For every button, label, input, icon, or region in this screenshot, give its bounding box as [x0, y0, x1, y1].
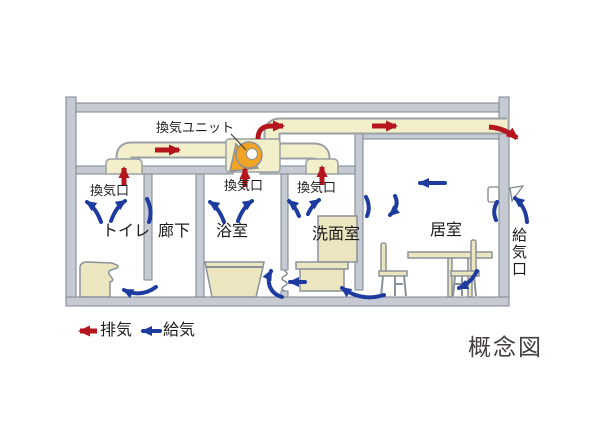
roof	[75, 102, 500, 113]
chair-icon	[450, 239, 480, 297]
supply-flow-line	[492, 200, 499, 222]
supply-arrow	[340, 286, 386, 300]
supply-arrow	[208, 200, 226, 224]
left-wall	[65, 96, 77, 307]
exhaust-arrows	[118, 120, 519, 187]
low-ceiling	[336, 165, 357, 175]
diagram-caption: 概念図	[468, 335, 543, 360]
room-label-corridor: 廊下	[158, 223, 191, 240]
vent-port-label-washroom: 換気口	[297, 180, 337, 195]
washstand-counter-icon	[295, 261, 349, 270]
vent-unit-label: 換気ユニット	[156, 120, 235, 135]
washroom-duct-fill	[274, 144, 329, 165]
bathtub-icon	[204, 261, 265, 298]
vent-port-label-bath: 換気口	[224, 178, 264, 193]
supply-arrow	[85, 200, 103, 224]
supply-arrow	[236, 199, 254, 223]
supply-arrow	[457, 269, 479, 290]
toilet-duct-fill	[117, 143, 230, 164]
low-ceiling	[140, 165, 234, 175]
dining-table-icon	[407, 251, 493, 298]
supply-arrow	[388, 194, 401, 217]
supply-arrow	[122, 285, 158, 299]
toilet-fixture-icon	[79, 261, 119, 298]
exhaust-arrow	[488, 124, 519, 141]
door-grille-icon	[281, 270, 288, 292]
washroom-living-wall	[354, 130, 364, 291]
legend-supply-label: 給気	[163, 322, 196, 339]
vent-port-label-toilet: 換気口	[90, 183, 130, 198]
furniture	[79, 215, 493, 298]
supply-flow-line	[145, 197, 153, 224]
supply-arrows	[85, 178, 529, 300]
corridor-bath-wall	[195, 173, 205, 298]
toilet-door	[143, 173, 153, 281]
supply-arrow	[306, 198, 321, 216]
building-shell	[65, 96, 510, 307]
supply-arrow	[287, 199, 301, 218]
supply-arrow	[513, 196, 529, 224]
ventilation-fan-icon	[229, 141, 263, 172]
room-label-toilet: トイレ	[102, 223, 151, 240]
washstand-base-icon	[299, 268, 345, 292]
floor	[65, 296, 510, 307]
vent-unit-pointer-line	[230, 133, 247, 151]
supply-flow-line	[364, 195, 371, 218]
room-label-bathroom: 浴室	[216, 223, 249, 240]
low-ceiling	[75, 165, 108, 175]
intake-port-label: 給気口	[510, 227, 527, 278]
legend-exhaust-label: 排気	[100, 322, 133, 339]
room-label-living: 居室	[430, 222, 463, 239]
room-label-washroom: 洗面室	[312, 226, 361, 243]
supply-arrow	[109, 199, 127, 223]
exhaust-arrow	[255, 120, 285, 140]
supply-arrow	[262, 269, 284, 299]
bath-door	[280, 173, 289, 271]
chair-icon	[378, 242, 408, 297]
